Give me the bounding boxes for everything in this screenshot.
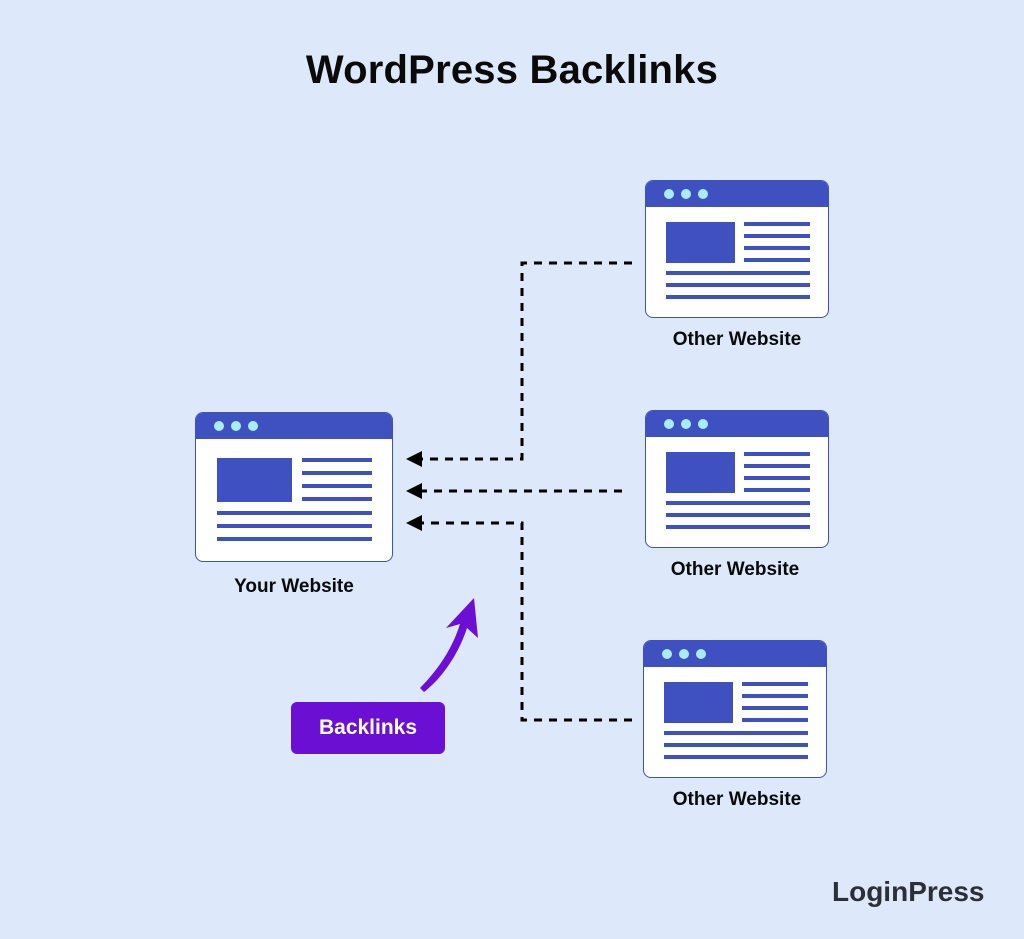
text-line <box>666 283 810 287</box>
text-line <box>664 743 808 747</box>
text-line <box>666 501 810 505</box>
window-dot-icon <box>679 649 689 659</box>
text-line <box>217 524 372 528</box>
text-line <box>666 525 810 529</box>
connector-top <box>412 261 632 461</box>
text-line <box>217 511 372 515</box>
other-website-label-1: Other Website <box>672 329 802 350</box>
other-website-label-2: Other Website <box>670 559 800 580</box>
window-dot-icon <box>696 649 706 659</box>
other-website-window-1 <box>645 180 829 318</box>
image-placeholder-icon <box>217 458 292 502</box>
window-dot-icon <box>681 189 691 199</box>
text-line <box>666 295 810 299</box>
text-line <box>742 718 808 722</box>
window-dot-icon <box>662 649 672 659</box>
brand-logo: LoginPress <box>832 876 985 907</box>
browser-title-bar <box>196 413 392 439</box>
text-line <box>744 464 810 468</box>
window-dot-icon <box>698 419 708 429</box>
window-dot-icon <box>248 421 258 431</box>
connector-middle-arrowhead <box>406 483 422 499</box>
browser-title-bar <box>646 181 828 207</box>
other-website-label-3: Other Website <box>672 789 802 810</box>
window-dot-icon <box>681 419 691 429</box>
text-line <box>302 484 372 488</box>
browser-title-bar <box>646 411 828 437</box>
text-line <box>744 488 810 492</box>
window-dot-icon <box>664 189 674 199</box>
text-line <box>742 682 808 686</box>
text-line <box>744 476 810 480</box>
window-dot-icon <box>664 419 674 429</box>
backlinks-curved-arrow <box>420 598 478 692</box>
text-line <box>744 222 810 226</box>
image-placeholder-icon <box>666 222 735 263</box>
image-placeholder-icon <box>666 452 735 493</box>
text-line <box>217 537 372 541</box>
window-dot-icon <box>698 189 708 199</box>
backlinks-badge: Backlinks <box>291 702 445 754</box>
other-website-window-3 <box>643 640 827 778</box>
connector-top-arrowhead <box>406 451 422 467</box>
text-line <box>744 258 810 262</box>
text-line <box>742 694 808 698</box>
text-line <box>666 513 810 517</box>
your-website-window <box>195 412 393 562</box>
page-title: WordPress Backlinks <box>305 48 719 92</box>
text-line <box>302 458 372 462</box>
text-line <box>744 246 810 250</box>
text-line <box>664 731 808 735</box>
browser-title-bar <box>644 641 826 667</box>
window-dot-icon <box>231 421 241 431</box>
connector-bottom-arrowhead <box>406 515 422 531</box>
text-line <box>302 497 372 501</box>
text-line <box>744 452 810 456</box>
text-line <box>742 706 808 710</box>
text-line <box>302 471 372 475</box>
image-placeholder-icon <box>664 682 733 723</box>
connector-bottom <box>412 521 632 722</box>
window-dot-icon <box>214 421 224 431</box>
your-website-label: Your Website <box>234 576 354 597</box>
other-website-window-2 <box>645 410 829 548</box>
text-line <box>664 755 808 759</box>
text-line <box>666 271 810 275</box>
text-line <box>744 234 810 238</box>
